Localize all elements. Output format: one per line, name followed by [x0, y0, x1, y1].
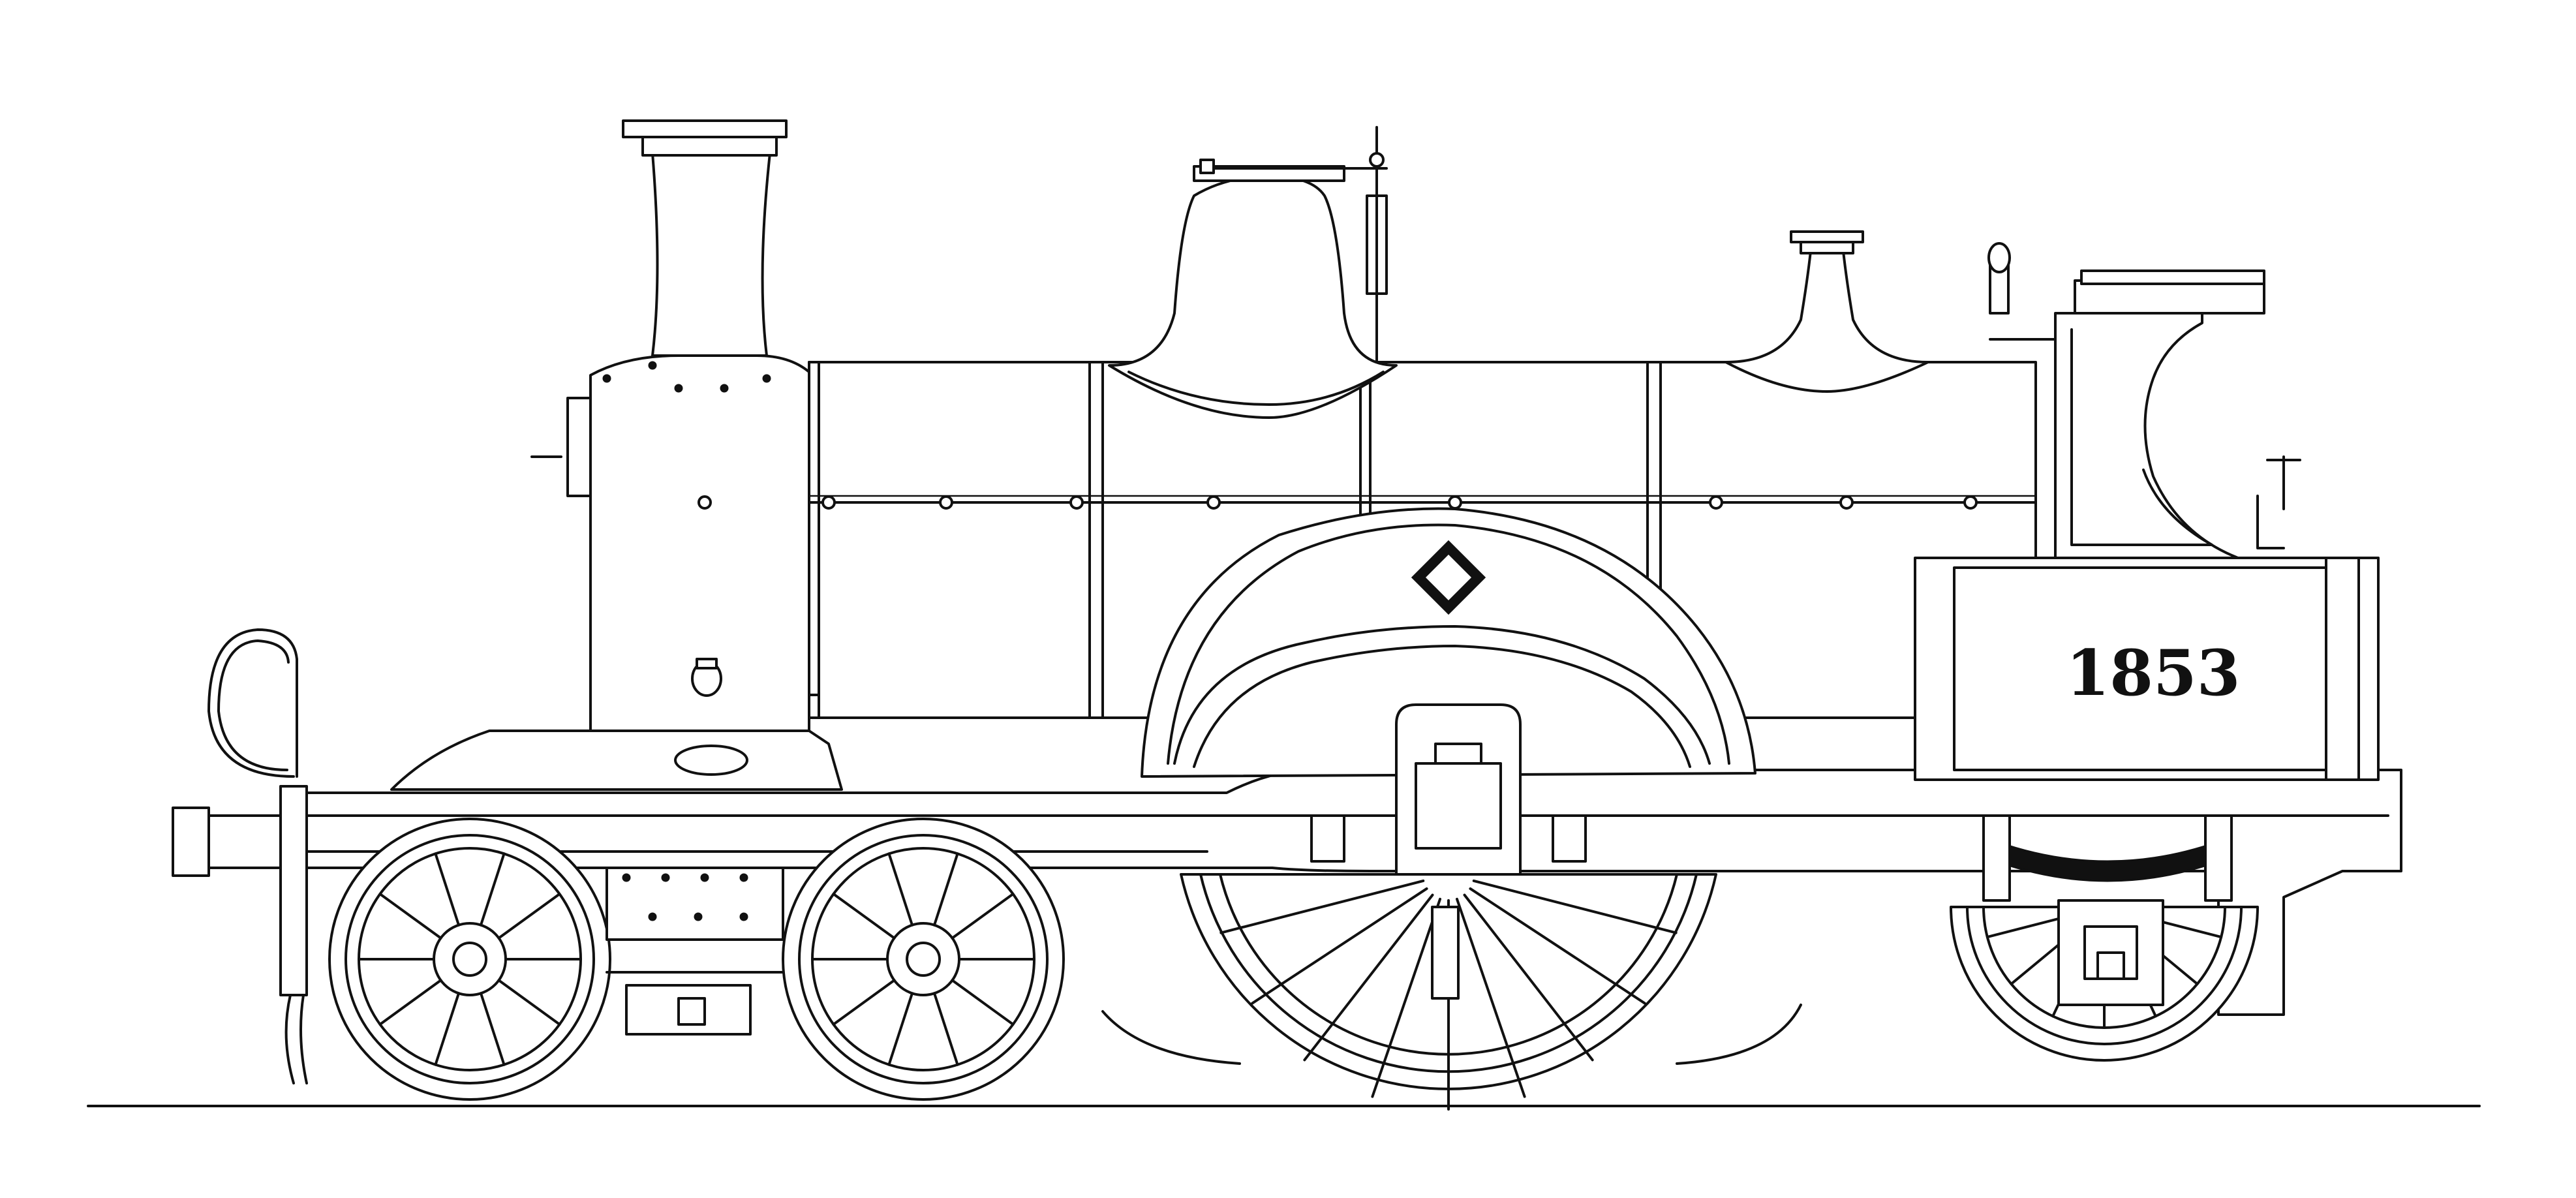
wheel-spoke [497, 893, 561, 940]
wheel-spoke [832, 979, 896, 1026]
wheel-spoke [1472, 879, 1678, 934]
driving-wheel [1180, 873, 1717, 1111]
wheel-spoke [434, 852, 461, 927]
wheel-spoke [497, 979, 561, 1026]
motion-rod [1101, 1004, 1802, 1065]
cab-number: 1853 [2066, 636, 2240, 710]
wheel-spoke [1371, 897, 1442, 1098]
wheel-spoke [479, 852, 506, 927]
smokebox [530, 354, 810, 735]
leading-wheel-front [328, 818, 611, 1101]
wheel-spoke [1469, 887, 1646, 1005]
wheel-spoke [951, 893, 1015, 940]
wheel-spoke [951, 979, 1015, 1026]
wheel-spoke [887, 992, 914, 1066]
spring-hangers [1310, 814, 2233, 902]
smokebox-plate [674, 745, 748, 776]
wheel-spoke [434, 992, 461, 1066]
wheel-spoke [1455, 897, 1526, 1098]
smokebox-saddle [390, 730, 843, 791]
wheel-spoke [479, 992, 506, 1066]
running-plate [299, 769, 2402, 1016]
wheel-spoke [932, 852, 959, 927]
wheel-spoke [1251, 887, 1428, 1005]
safety-valve-cover [1725, 230, 1929, 393]
bogie-frame [606, 867, 784, 1036]
wheel-spoke [378, 979, 442, 1026]
wheel-spoke [932, 992, 959, 1066]
trailing-wheel [1950, 899, 2259, 1062]
chimney [622, 119, 788, 357]
driving-wheel-splasher [1141, 507, 1756, 876]
wheel-spoke [1463, 893, 1594, 1062]
wheel-spoke [887, 852, 914, 927]
wheel-spoke [832, 893, 896, 940]
steam-dome [1108, 126, 1398, 419]
wheel-spoke [1303, 893, 1434, 1062]
coupling-hose [207, 628, 298, 778]
wheel-spoke [1219, 879, 1425, 934]
wheel-spoke [378, 893, 442, 940]
leading-wheel-rear [782, 818, 1065, 1101]
cab [1914, 242, 2380, 781]
front-buffer [172, 785, 308, 1084]
